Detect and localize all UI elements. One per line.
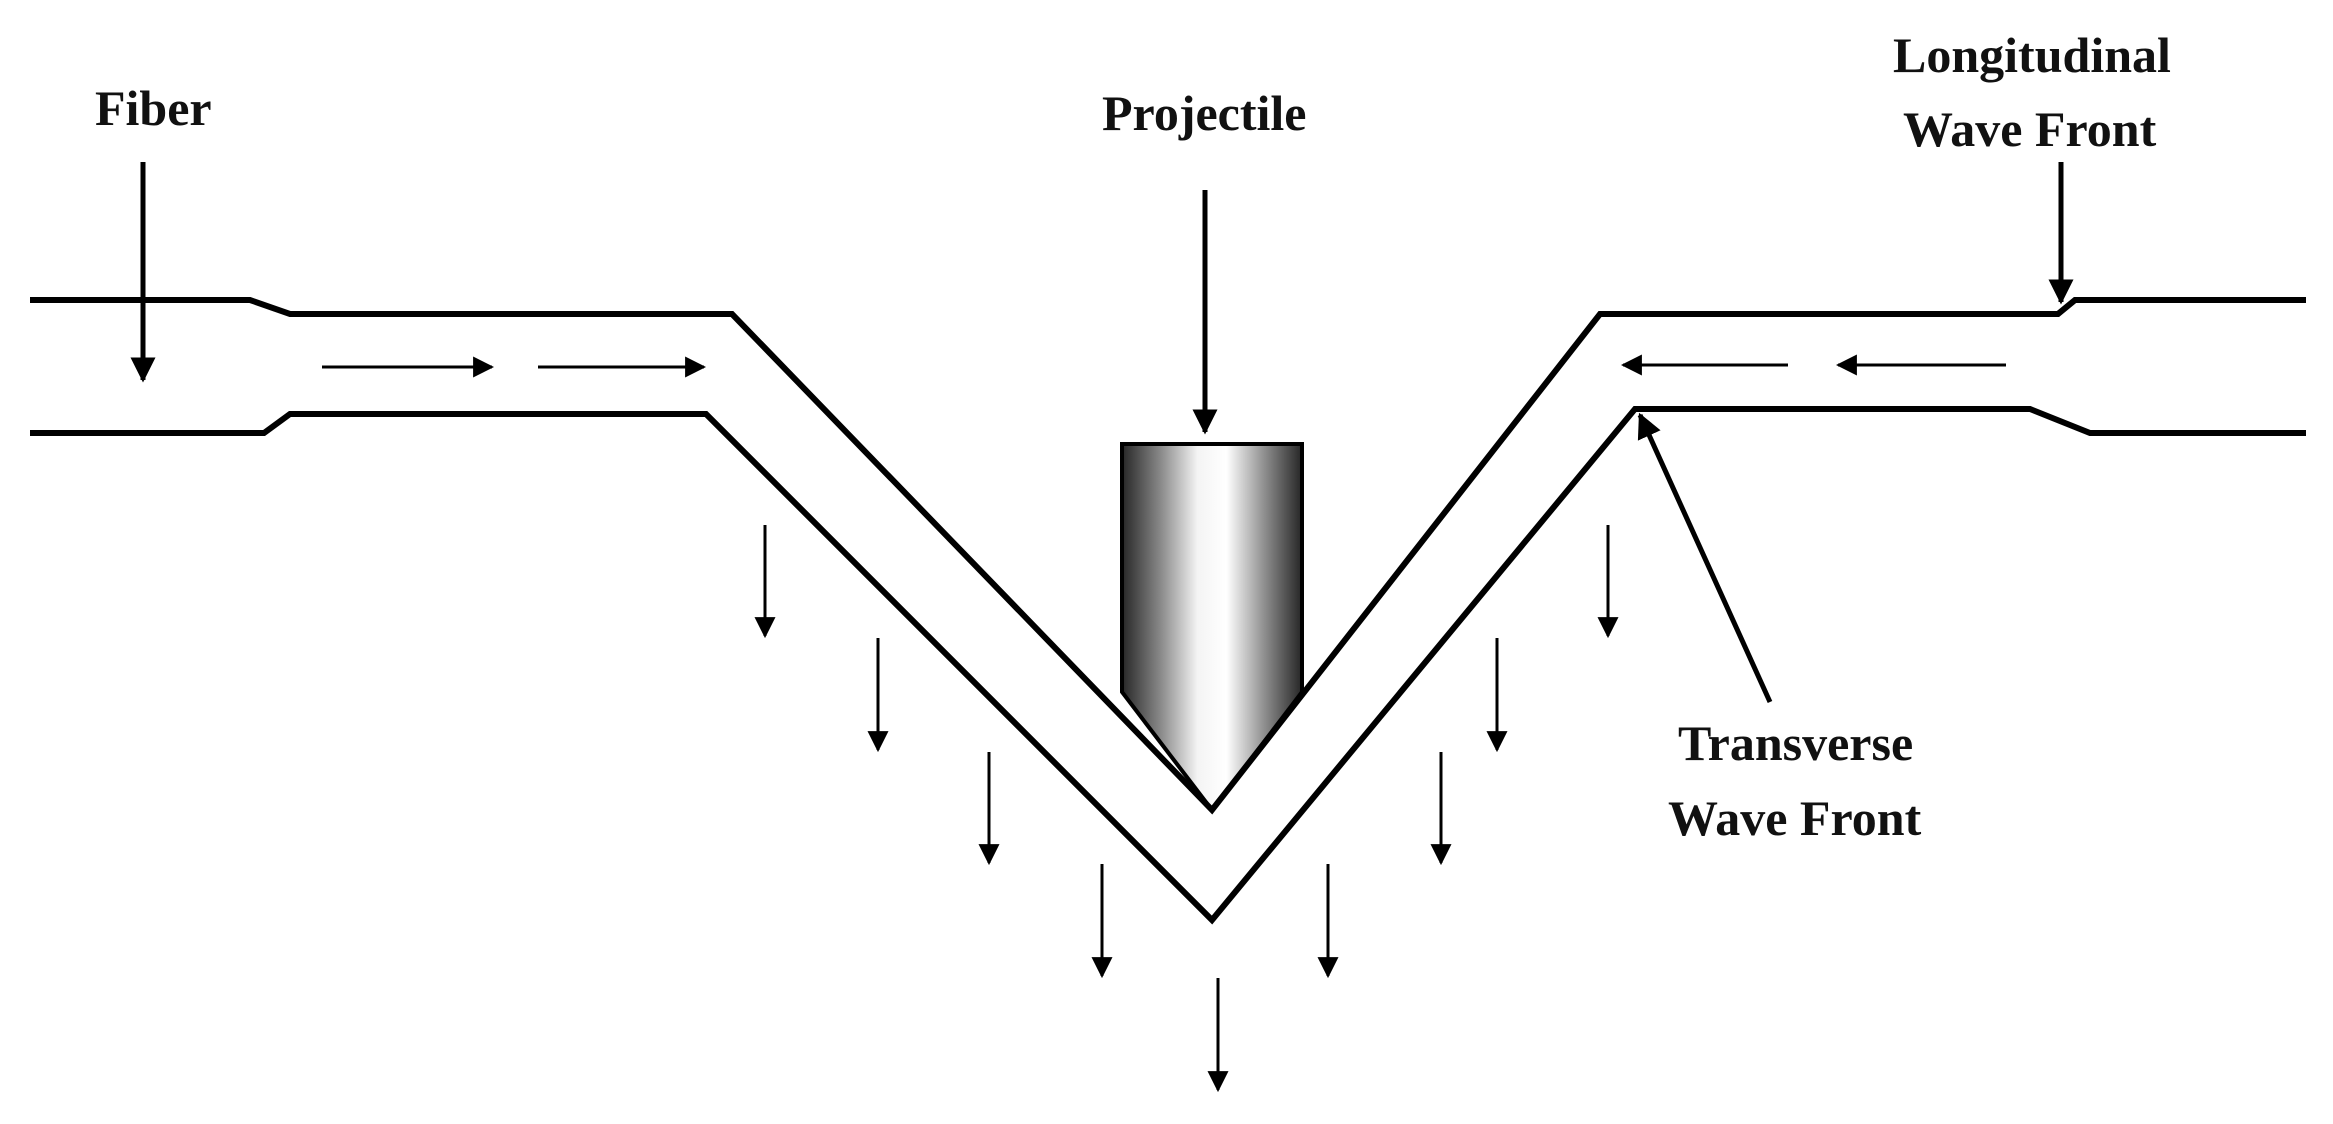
longitudinal-wave-front-label-line1: Longitudinal <box>1893 27 2171 83</box>
transverse-wave-front-label-line1: Transverse <box>1678 715 1913 771</box>
transverse-wave-front-label-line2: Wave Front <box>1668 790 1922 846</box>
projectile-label: Projectile <box>1102 85 1307 141</box>
longitudinal-wave-front-label-line2: Wave Front <box>1903 101 2157 157</box>
projectile-shape <box>1120 442 1304 814</box>
fiber-label: Fiber <box>95 80 212 136</box>
longitudinal-wave-arrows <box>322 354 2006 378</box>
transverse-wave-arrows <box>754 525 1619 1093</box>
transverse-wave-front-pointer-arrow <box>1637 412 1773 704</box>
fiber-bottom-edge <box>30 406 2306 925</box>
fiber-top-edge <box>30 297 2306 815</box>
